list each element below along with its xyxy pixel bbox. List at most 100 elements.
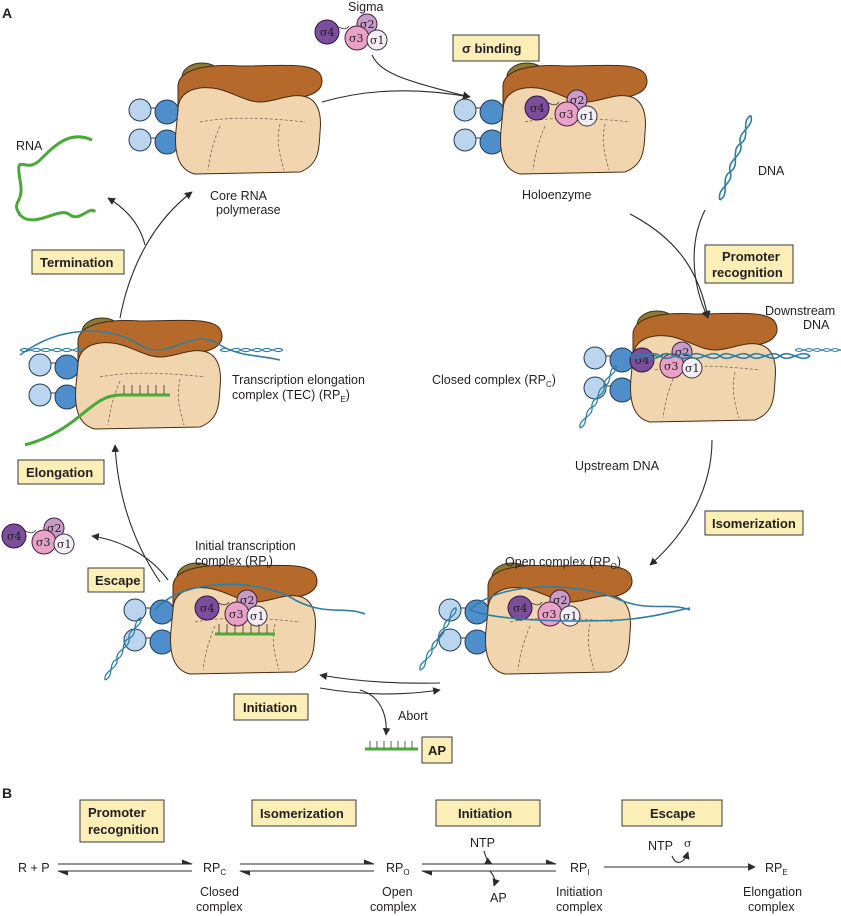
termination-box (31, 249, 125, 275)
free-sigma-s3: σ3 (349, 32, 364, 45)
b-equilibrium-2 (239, 859, 375, 876)
elongation-box (17, 459, 105, 485)
arrow-core-to-holo (321, 90, 471, 103)
initiation-label: Initiation (243, 700, 297, 715)
abortive-product-ticks (369, 741, 413, 748)
ap-label: AP (428, 743, 446, 758)
closed-complex-label: Closed complex (RPC) (432, 373, 556, 389)
holo-sigma-s1: σ1 (580, 110, 595, 123)
closed-sigma-s4: σ4 (635, 354, 650, 367)
initiation-box (233, 693, 309, 721)
dna-label: DNA (758, 164, 785, 178)
initial-tc-label-1: Initial transcription (195, 539, 296, 553)
arrow-open-to-itc (319, 672, 441, 684)
free-sigma-s1: σ1 (370, 34, 385, 47)
b-sigma-arrow (671, 851, 690, 863)
b-ap-label: AP (490, 891, 507, 905)
b-species-rpi: RPI (570, 861, 590, 877)
escape-label: Escape (95, 573, 141, 588)
open-sigma-s3: σ3 (542, 608, 557, 621)
downstream-label-1: Downstream (765, 304, 835, 318)
b-name-elongation-2: complex (748, 900, 795, 914)
holoenzyme-label: Holoenzyme (522, 188, 592, 202)
closed-sigma-s2: σ2 (675, 346, 690, 359)
b-equilibrium-1 (57, 859, 193, 876)
sigma-binding-box (452, 34, 540, 62)
holo-sigma-s3: σ3 (559, 108, 574, 121)
holoenzyme: σ4 σ3 σ2 σ1 (453, 62, 648, 175)
b-promoter-recognition-label-1: Promoter (88, 805, 146, 820)
arrow-tec-to-core (119, 191, 193, 319)
arrow-abort (359, 689, 391, 736)
closed-sigma-s1: σ1 (685, 362, 700, 375)
b-ntp-initiation: NTP (470, 836, 495, 850)
upstream-dna-label: Upstream DNA (575, 459, 660, 473)
ap-box (421, 736, 453, 764)
b-name-initiation-2: complex (556, 900, 603, 914)
arrow-itc-to-tec (111, 444, 161, 583)
b-initiation-box (435, 799, 541, 827)
itc-sigma-s1: σ1 (250, 610, 265, 623)
free-sigma-s2: σ2 (360, 18, 375, 31)
open-sigma-s2: σ2 (553, 594, 568, 607)
isomerization-box (704, 510, 804, 536)
b-species-rpe: RPE (765, 861, 788, 877)
itc-sigma-s3: σ3 (229, 608, 244, 621)
b-name-initiation-1: Initiation (556, 885, 603, 899)
b-name-elongation-1: Elongation (743, 885, 802, 899)
sigma-label: Sigma (348, 0, 383, 14)
b-name-open-1: Open (382, 885, 413, 899)
b-isomerization-box (251, 799, 357, 827)
elongation-complex (19, 317, 284, 447)
core-label-line2: polymerase (216, 203, 281, 217)
b-name-closed-1: Closed (200, 885, 239, 899)
initial-transcription-complex: σ4 σ3 σ2 σ1 (102, 562, 366, 682)
released-sigma: σ4 σ3 σ2 σ1 (1, 517, 75, 555)
b-name-open-2: complex (370, 900, 417, 914)
itc-sigma-s4: σ4 (200, 602, 215, 615)
rel-sigma-s4: σ4 (7, 530, 22, 543)
open-complex: σ4 σ3 σ2 σ1 (417, 562, 691, 675)
arrow-holo-to-closed (629, 213, 711, 319)
core-rna-polymerase (128, 62, 323, 175)
panel-b-label: B (2, 785, 12, 801)
b-species-rpc: RPC (203, 861, 226, 877)
arrow-closed-to-open (649, 439, 713, 566)
promoter-recognition-label-2: recognition (712, 265, 783, 280)
free-dna (717, 113, 754, 202)
panel-a-label: A (2, 5, 12, 21)
b-species-rpo: RPO (386, 861, 410, 877)
arrow-sigma-out (91, 533, 169, 581)
b-promoter-recognition-label-2: recognition (88, 822, 159, 837)
downstream-label-2: DNA (803, 318, 830, 332)
open-sigma-s1: σ1 (563, 610, 578, 623)
free-sigma-s4: σ4 (320, 26, 335, 39)
b-name-closed-2: complex (196, 900, 243, 914)
closed-complex: σ4 σ3 σ2 σ1 (577, 310, 841, 430)
tec-label-2: complex (TEC) (RPE) (232, 388, 350, 404)
b-sigma-label: σ (684, 837, 692, 850)
rna-strand (15, 135, 97, 222)
b-isomerization-label: Isomerization (260, 806, 344, 821)
b-escape-box (621, 799, 723, 827)
arrow-sigma-in (371, 54, 471, 100)
elongation-label: Elongation (26, 465, 93, 480)
b-ntp-escape: NTP (648, 839, 673, 853)
b-species-rp: R + P (18, 861, 50, 875)
sigma-binding-label: σ binding (462, 41, 521, 56)
b-promoter-recognition-box (79, 799, 165, 843)
b-ntp-in-arrow (483, 850, 493, 865)
promoter-recognition-label-1: Promoter (722, 249, 780, 264)
rel-sigma-s2: σ2 (47, 522, 62, 535)
open-sigma-s4: σ4 (513, 602, 528, 615)
isomerization-label: Isomerization (712, 516, 796, 531)
abort-label: Abort (398, 709, 428, 723)
free-sigma: σ4 σ3 σ2 σ1 (314, 13, 388, 51)
arrow-dna-in (693, 209, 709, 319)
holo-sigma-s2: σ2 (570, 94, 585, 107)
b-initiation-label: Initiation (458, 806, 512, 821)
core-label-line1: Core RNA (210, 189, 268, 203)
b-escape-label: Escape (650, 806, 696, 821)
holo-sigma-s4: σ4 (530, 102, 545, 115)
